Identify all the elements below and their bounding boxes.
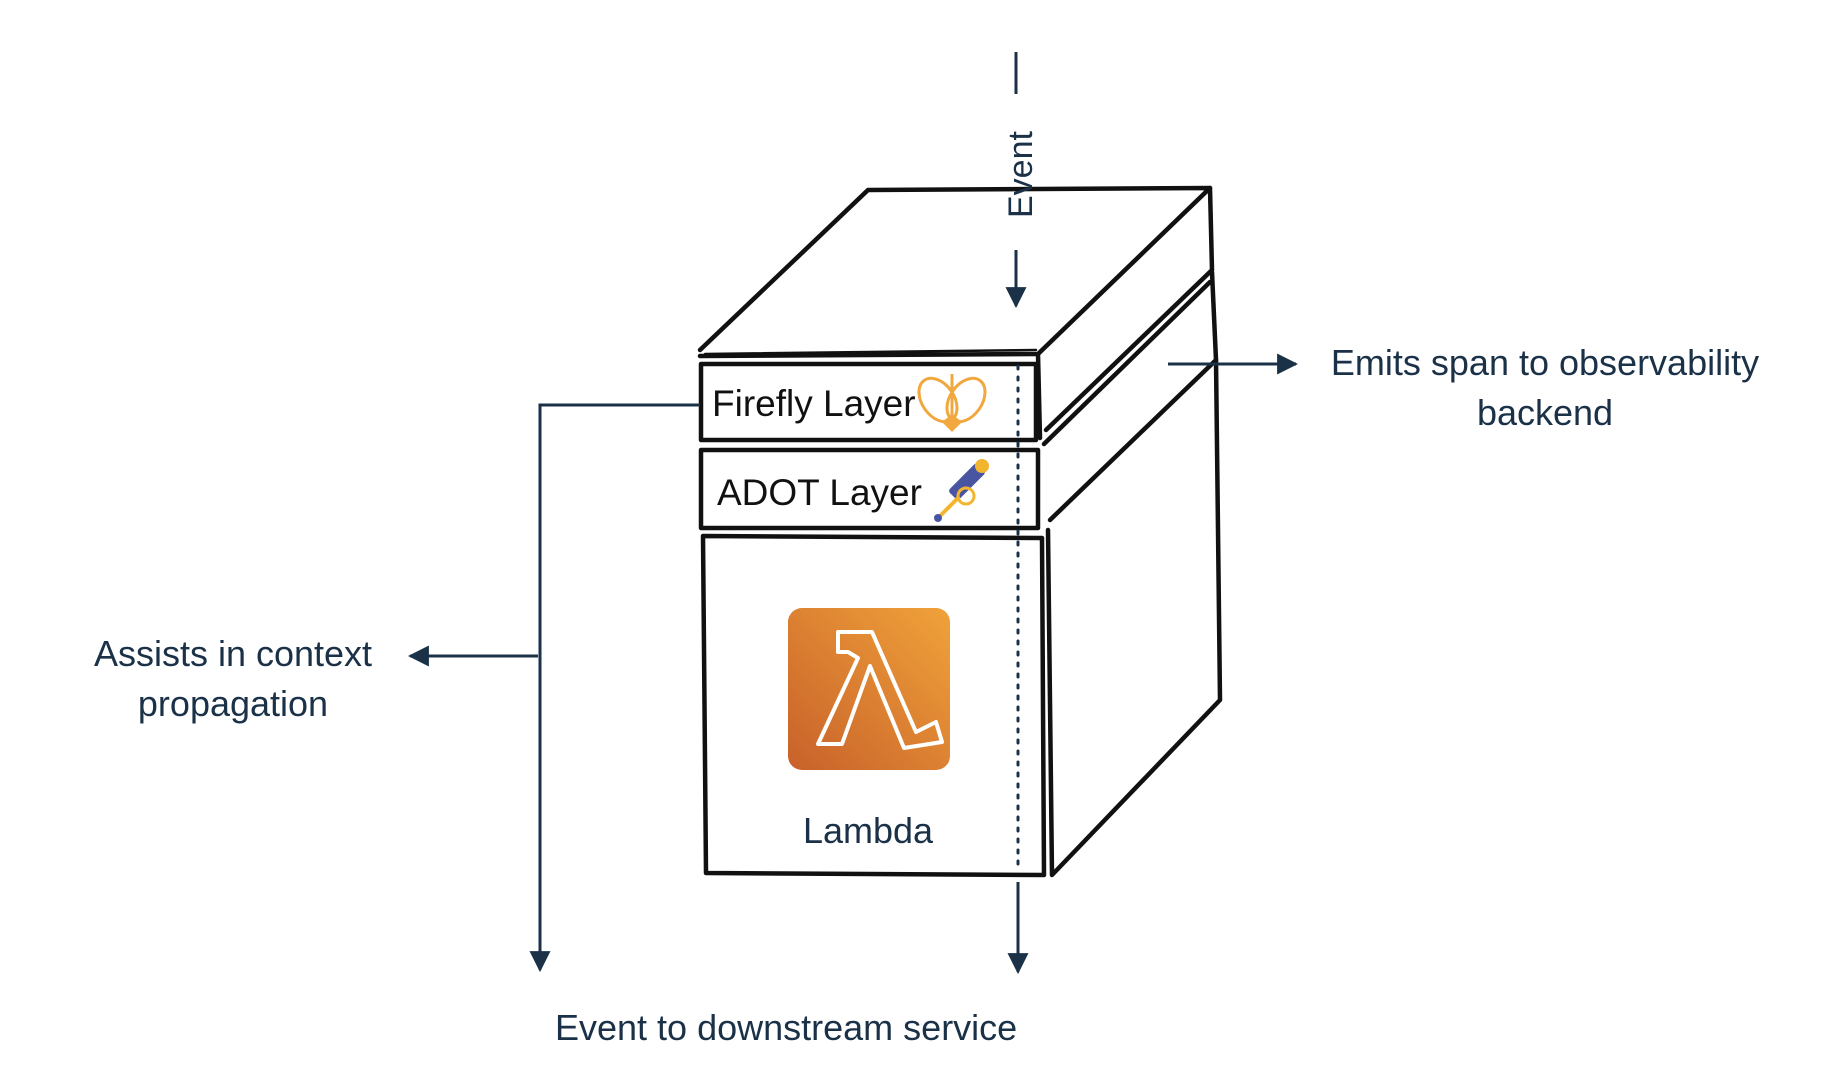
emits-span-label-line2: backend	[1477, 392, 1613, 433]
box-right-top	[1043, 185, 1215, 433]
assists-label-line2: propagation	[138, 683, 328, 724]
adot-layer-box	[698, 447, 1041, 531]
lambda-box	[697, 185, 1223, 878]
firefly-layer-label: Firefly Layer	[712, 383, 916, 424]
aws-lambda-icon	[788, 608, 950, 770]
adot-layer-label: ADOT Layer	[717, 472, 922, 513]
assists-label-line1: Assists in context	[94, 633, 372, 674]
lambda-body-box	[700, 533, 1047, 878]
box-right-side	[1045, 357, 1223, 878]
box-top-face	[697, 185, 1213, 359]
event-out-label: Event to downstream service	[555, 1007, 1017, 1048]
lambda-label: Lambda	[803, 810, 934, 851]
event-in-label: Event	[1002, 131, 1040, 218]
context-propagation-line	[529, 403, 700, 973]
emits-span-label-line1: Emits span to observability	[1331, 342, 1759, 383]
firefly-layer-box	[698, 361, 1039, 443]
telescope-icon	[934, 459, 989, 522]
firefly-bee-icon	[917, 374, 987, 432]
